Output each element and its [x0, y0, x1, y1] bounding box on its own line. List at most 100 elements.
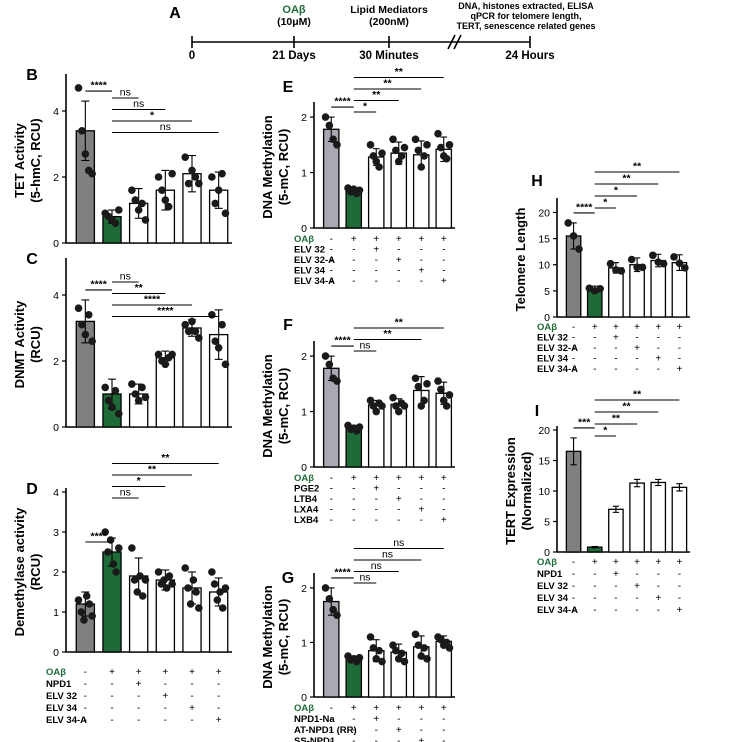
panel-letter: D — [26, 481, 38, 498]
significance-label: ** — [383, 328, 392, 340]
condition-mark: - — [420, 515, 423, 526]
y-axis-label-line: Demethylase activity — [12, 507, 27, 636]
data-point — [333, 377, 341, 385]
significance-label: ** — [395, 317, 404, 329]
condition-mark: - — [442, 266, 445, 277]
data-point — [355, 423, 364, 431]
condition-mark: - — [442, 736, 445, 742]
condition-mark: + — [373, 714, 379, 725]
condition-mark: + — [655, 557, 661, 568]
data-point — [325, 121, 334, 130]
condition-mark: + — [396, 703, 402, 714]
timeline-event-label: DNA, histones extracted, ELISA — [458, 1, 594, 11]
data-point — [82, 592, 91, 600]
data-point — [74, 304, 83, 313]
data-point — [411, 135, 420, 144]
condition-mark: - — [330, 703, 333, 714]
y-tick-label: 0 — [53, 422, 59, 434]
condition-mark: - — [614, 343, 617, 354]
condition-mark: - — [593, 581, 596, 592]
condition-mark: - — [678, 354, 681, 365]
condition-mark: + — [441, 276, 447, 287]
condition-mark: - — [84, 703, 87, 714]
y-tick-label: 1 — [301, 407, 307, 419]
condition-mark: - — [110, 691, 113, 702]
condition-mark: - — [420, 714, 423, 725]
data-point — [104, 396, 113, 405]
condition-mark: - — [442, 494, 445, 505]
condition-mark: - — [657, 569, 660, 580]
condition-mark: - — [190, 679, 193, 690]
significance-label: ** — [161, 452, 170, 464]
condition-mark: - — [375, 276, 378, 287]
data-point — [130, 576, 139, 584]
condition-row-label: OAβ — [537, 322, 557, 333]
condition-mark: - — [420, 484, 423, 495]
data-point — [366, 141, 375, 149]
condition-row-label: ELV 34-A — [537, 364, 578, 375]
condition-mark: - — [330, 484, 333, 495]
condition-mark: - — [420, 276, 423, 287]
data-point — [417, 652, 426, 660]
bar — [345, 427, 363, 468]
condition-mark: - — [330, 505, 333, 516]
data-point — [134, 396, 143, 405]
condition-mark: + — [655, 593, 661, 604]
condition-mark: - — [352, 725, 355, 736]
y-axis-label: Telomere Length — [513, 208, 528, 312]
condition-mark: + — [189, 667, 195, 678]
data-point — [329, 605, 337, 614]
significance-label: **** — [90, 531, 107, 543]
condition-mark: - — [352, 494, 355, 505]
condition-mark: + — [216, 715, 222, 726]
significance-label: **** — [90, 278, 107, 290]
data-point — [192, 588, 200, 596]
condition-mark: - — [375, 515, 378, 526]
condition-mark: - — [572, 364, 575, 375]
condition-mark: + — [373, 234, 379, 245]
data-point — [394, 407, 403, 416]
data-point — [141, 393, 150, 402]
condition-mark: - — [330, 725, 333, 736]
data-point — [168, 350, 176, 359]
data-point — [378, 657, 386, 666]
condition-row-label: ELV 32 — [537, 581, 568, 592]
condition-mark: - — [352, 266, 355, 277]
y-tick-label: 10 — [538, 486, 550, 498]
condition-mark: + — [396, 725, 402, 736]
timeline-tick-label: 21 Days — [272, 50, 315, 62]
data-point — [188, 317, 196, 326]
data-point — [195, 334, 203, 342]
condition-mark: + — [396, 473, 402, 484]
condition-mark: + — [634, 557, 640, 568]
condition-mark: - — [330, 494, 333, 505]
condition-mark: - — [110, 679, 113, 690]
significance-label: *** — [578, 416, 591, 428]
condition-mark: + — [162, 667, 168, 678]
data-point — [375, 646, 383, 655]
data-point — [389, 393, 397, 402]
condition-mark: - — [635, 364, 638, 375]
data-point — [214, 186, 223, 194]
condition-mark: - — [397, 276, 400, 287]
bar — [565, 450, 582, 553]
condition-mark: + — [418, 505, 424, 516]
data-point — [141, 216, 150, 224]
condition-mark: - — [614, 581, 617, 592]
data-point — [158, 186, 166, 194]
condition-mark: - — [593, 364, 596, 375]
condition-mark: - — [352, 245, 355, 256]
data-point — [189, 576, 198, 584]
condition-mark: + — [109, 667, 115, 678]
data-point — [154, 568, 163, 576]
data-point — [88, 337, 96, 346]
y-axis-label-line: TET Activity — [12, 122, 27, 197]
timeline-event-label: OAβ — [282, 4, 306, 16]
y-tick-label: 1 — [301, 168, 307, 180]
data-point — [81, 330, 90, 339]
